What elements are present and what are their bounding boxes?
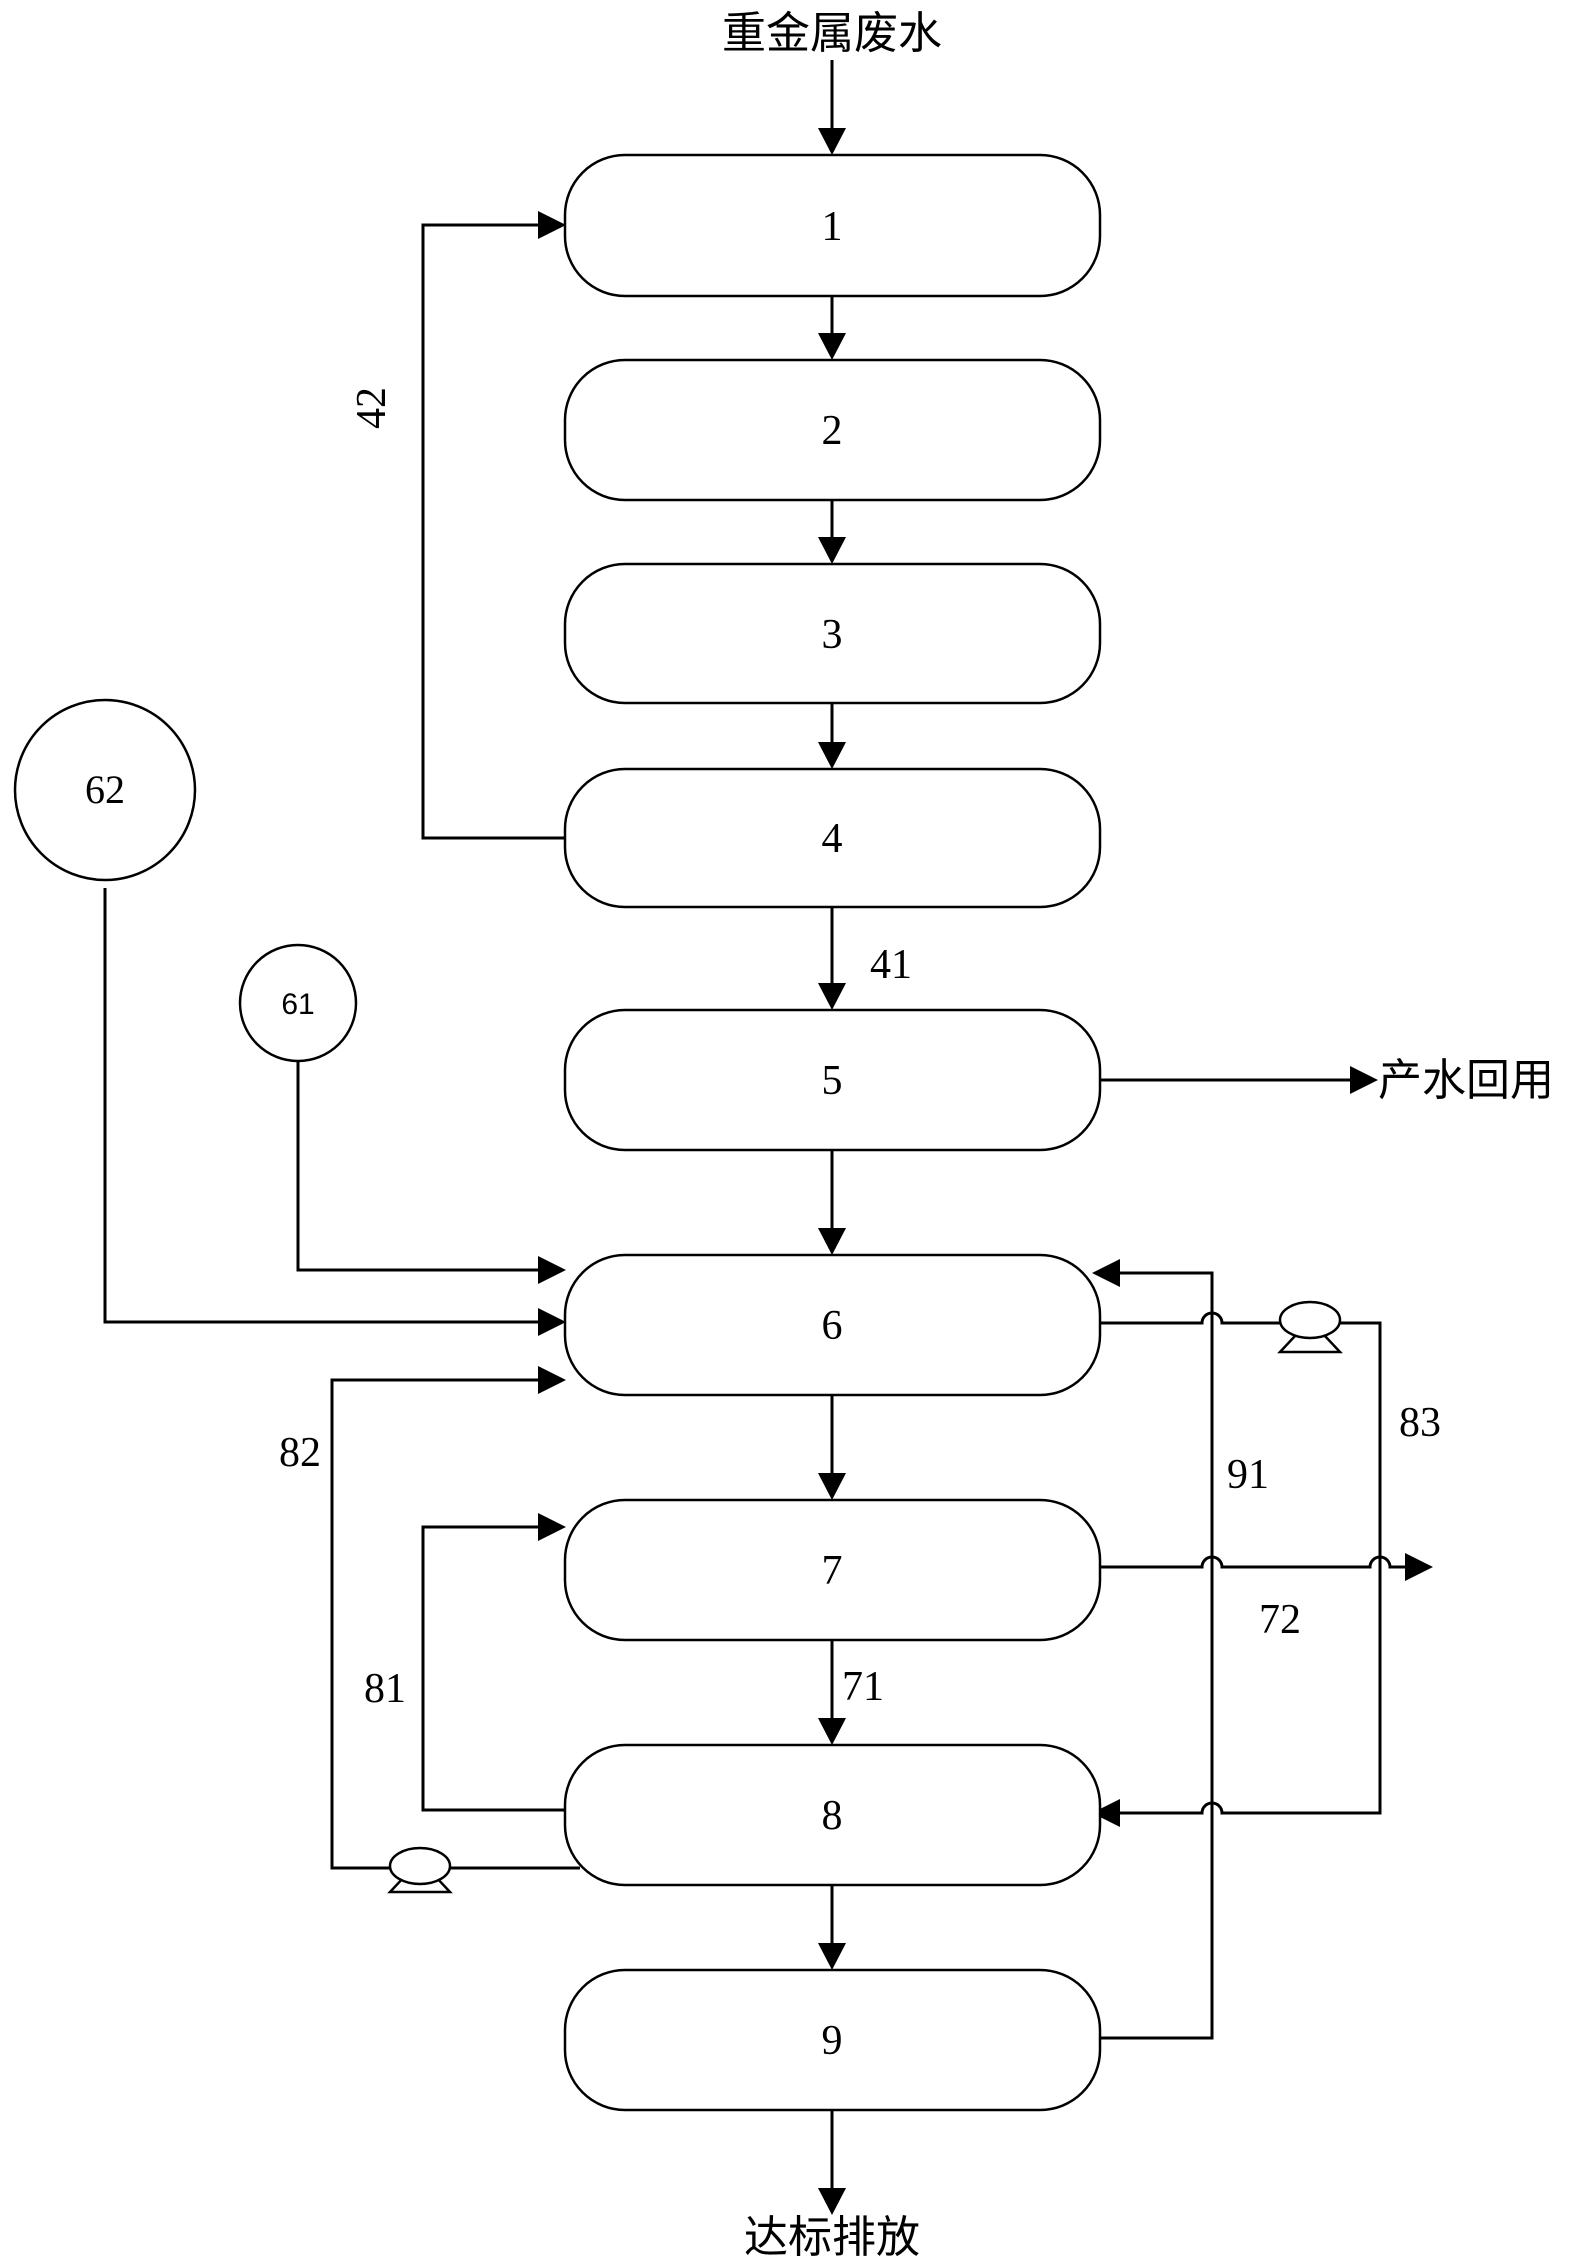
- svg-text:61: 61: [281, 988, 314, 1021]
- svg-text:5: 5: [822, 1058, 843, 1104]
- svg-text:1: 1: [822, 204, 843, 250]
- stream-82: [330, 1366, 580, 1870]
- tank-62: 62: [13, 698, 197, 882]
- stream-81: [421, 1513, 566, 1812]
- unit-9: 9: [563, 1968, 1102, 2112]
- unit-4: 4: [563, 767, 1102, 909]
- stream-62-to-6: [103, 888, 566, 1336]
- stream-label-81: 81: [364, 1666, 406, 1712]
- svg-text:4: 4: [822, 816, 843, 862]
- arrowhead-input-to-1: [818, 128, 846, 155]
- stream-61-to-6: [296, 1062, 566, 1284]
- stream-83: [1092, 1311, 1382, 1827]
- svg-text:9: 9: [822, 2018, 843, 2064]
- stream-label-72: 72: [1259, 1597, 1301, 1643]
- arrowhead-9-to-discharge: [818, 2188, 846, 2215]
- unit-8: 8: [563, 1743, 1102, 1887]
- unit-5: 5: [563, 1008, 1102, 1152]
- arrowhead-2-to-3: [818, 537, 846, 564]
- arrowhead-5-to-6: [818, 1228, 846, 1255]
- arrowhead-6-to-7: [818, 1473, 846, 1500]
- unit-6: 6: [563, 1253, 1102, 1397]
- unit-7: 7: [563, 1498, 1102, 1642]
- stream-label-83: 83: [1399, 1400, 1441, 1446]
- svg-text:3: 3: [822, 612, 843, 658]
- svg-text:7: 7: [822, 1548, 843, 1594]
- svg-text:8: 8: [822, 1793, 843, 1839]
- unit-1: 1: [563, 153, 1102, 298]
- arrowhead-1-to-2: [818, 333, 846, 360]
- pump-82: [387, 1846, 453, 1894]
- arrowhead-7-to-8: [818, 1718, 846, 1745]
- stream-label-42: 42: [349, 387, 395, 429]
- svg-text:2: 2: [822, 408, 843, 454]
- stream-42: [421, 211, 566, 840]
- stream-5-reuse: [1100, 1066, 1378, 1094]
- output-label-reuse: 产水回用: [1378, 1055, 1554, 1106]
- arrowhead-8-to-9: [818, 1943, 846, 1970]
- arrowhead-4-to-5: [818, 983, 846, 1010]
- pump-83: [1277, 1300, 1343, 1354]
- process-units: 1 2 3 4 5 6 7 8: [563, 153, 1102, 2112]
- stream-label-41: 41: [870, 942, 912, 988]
- svg-text:62: 62: [85, 767, 125, 812]
- stream-72: [1100, 1553, 1433, 1581]
- svg-text:6: 6: [822, 1303, 843, 1349]
- unit-2: 2: [563, 358, 1102, 502]
- unit-3: 3: [563, 562, 1102, 705]
- arrowhead-3-to-4: [818, 742, 846, 769]
- output-label-discharge: 达标排放: [744, 2212, 920, 2260]
- stream-label-82: 82: [279, 1430, 321, 1476]
- stream-91: [1092, 1259, 1214, 2040]
- input-label-heavy-metal-wastewater: 重金属废水: [722, 8, 942, 59]
- stream-label-71: 71: [842, 1664, 884, 1710]
- tank-61: 61: [238, 943, 358, 1063]
- main-flow-arrows: [818, 60, 846, 2215]
- stream-label-91: 91: [1227, 1452, 1269, 1498]
